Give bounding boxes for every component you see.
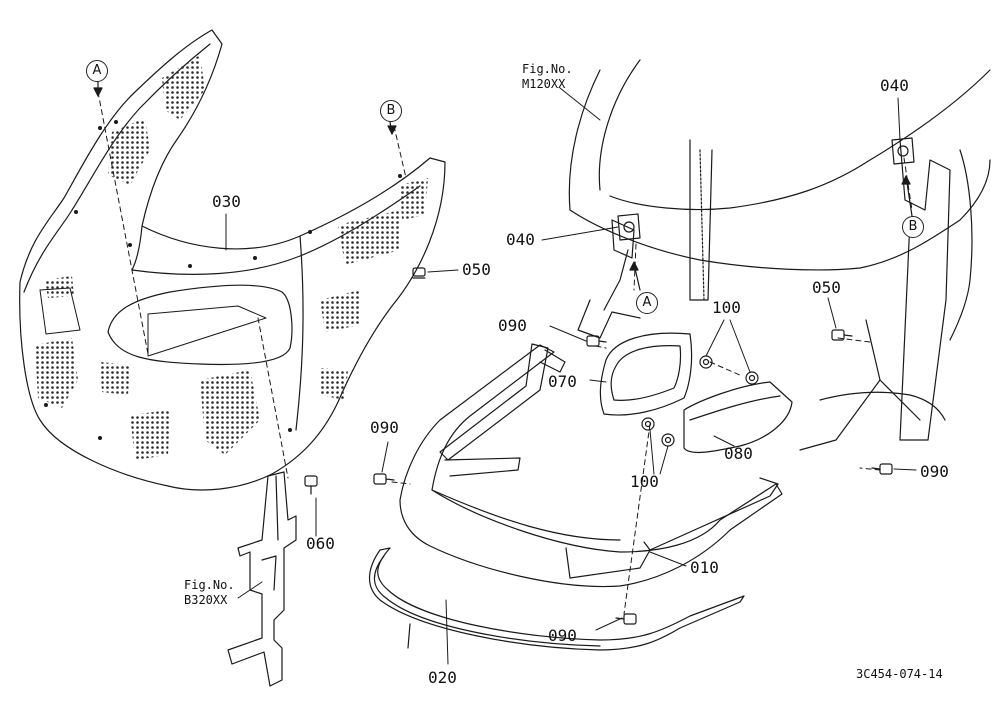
front-grille-030	[19, 29, 446, 491]
part-number-060: 060	[306, 534, 335, 553]
nut-040b	[891, 137, 915, 165]
part-number-040: 040	[880, 76, 909, 95]
drawing-code: 3C454-074-14	[856, 667, 943, 681]
bolt-090a	[586, 335, 607, 347]
nut-100c	[641, 417, 655, 431]
fasteners	[304, 137, 915, 625]
part-number-100: 100	[712, 298, 741, 317]
bolt-050b	[831, 329, 853, 341]
part-number-010: 010	[690, 558, 719, 577]
part-number-100: 100	[630, 472, 659, 491]
figure-ref-b320: Fig.No. B320XX	[184, 578, 235, 608]
duct-080	[683, 381, 793, 454]
reference-marker-a: A	[636, 292, 658, 314]
hood-m120	[568, 59, 991, 451]
part-number-080: 080	[724, 444, 753, 463]
reference-marker-b: B	[902, 216, 924, 238]
part-number-090: 090	[370, 418, 399, 437]
figure-ref-m120: Fig.No. M120XX	[522, 62, 573, 92]
bolt-090b	[373, 473, 395, 485]
bolt-060	[304, 475, 318, 495]
bolt-090c	[871, 463, 893, 475]
part-number-090: 090	[548, 626, 577, 645]
nut-040a	[617, 213, 641, 241]
nut-100d	[661, 433, 675, 447]
reference-marker-a: A	[86, 60, 108, 82]
figure-ref-m120-line2: M120XX	[522, 77, 566, 91]
seal-020	[368, 547, 745, 651]
nut-100b	[745, 371, 759, 385]
bumper-010	[399, 344, 783, 588]
figure-ref-b320-line1: Fig.No.	[184, 578, 235, 592]
part-number-020: 020	[428, 668, 457, 687]
reference-marker-b: B	[380, 100, 402, 122]
part-number-040: 040	[506, 230, 535, 249]
part-number-090: 090	[498, 316, 527, 335]
leader-lines	[225, 87, 917, 665]
side-rails	[439, 343, 779, 551]
marker-arrows	[93, 81, 913, 291]
bolt-050a	[412, 267, 426, 279]
part-number-050: 050	[462, 260, 491, 279]
figure-ref-m120-line1: Fig.No.	[522, 62, 573, 76]
part-number-070: 070	[548, 372, 577, 391]
part-number-030: 030	[212, 192, 241, 211]
figure-ref-b320-line2: B320XX	[184, 593, 228, 607]
bracket-b320	[227, 471, 297, 687]
part-number-090: 090	[920, 462, 949, 481]
frame-070	[599, 332, 693, 416]
part-number-050: 050	[812, 278, 841, 297]
assembly-lines	[97, 91, 913, 615]
